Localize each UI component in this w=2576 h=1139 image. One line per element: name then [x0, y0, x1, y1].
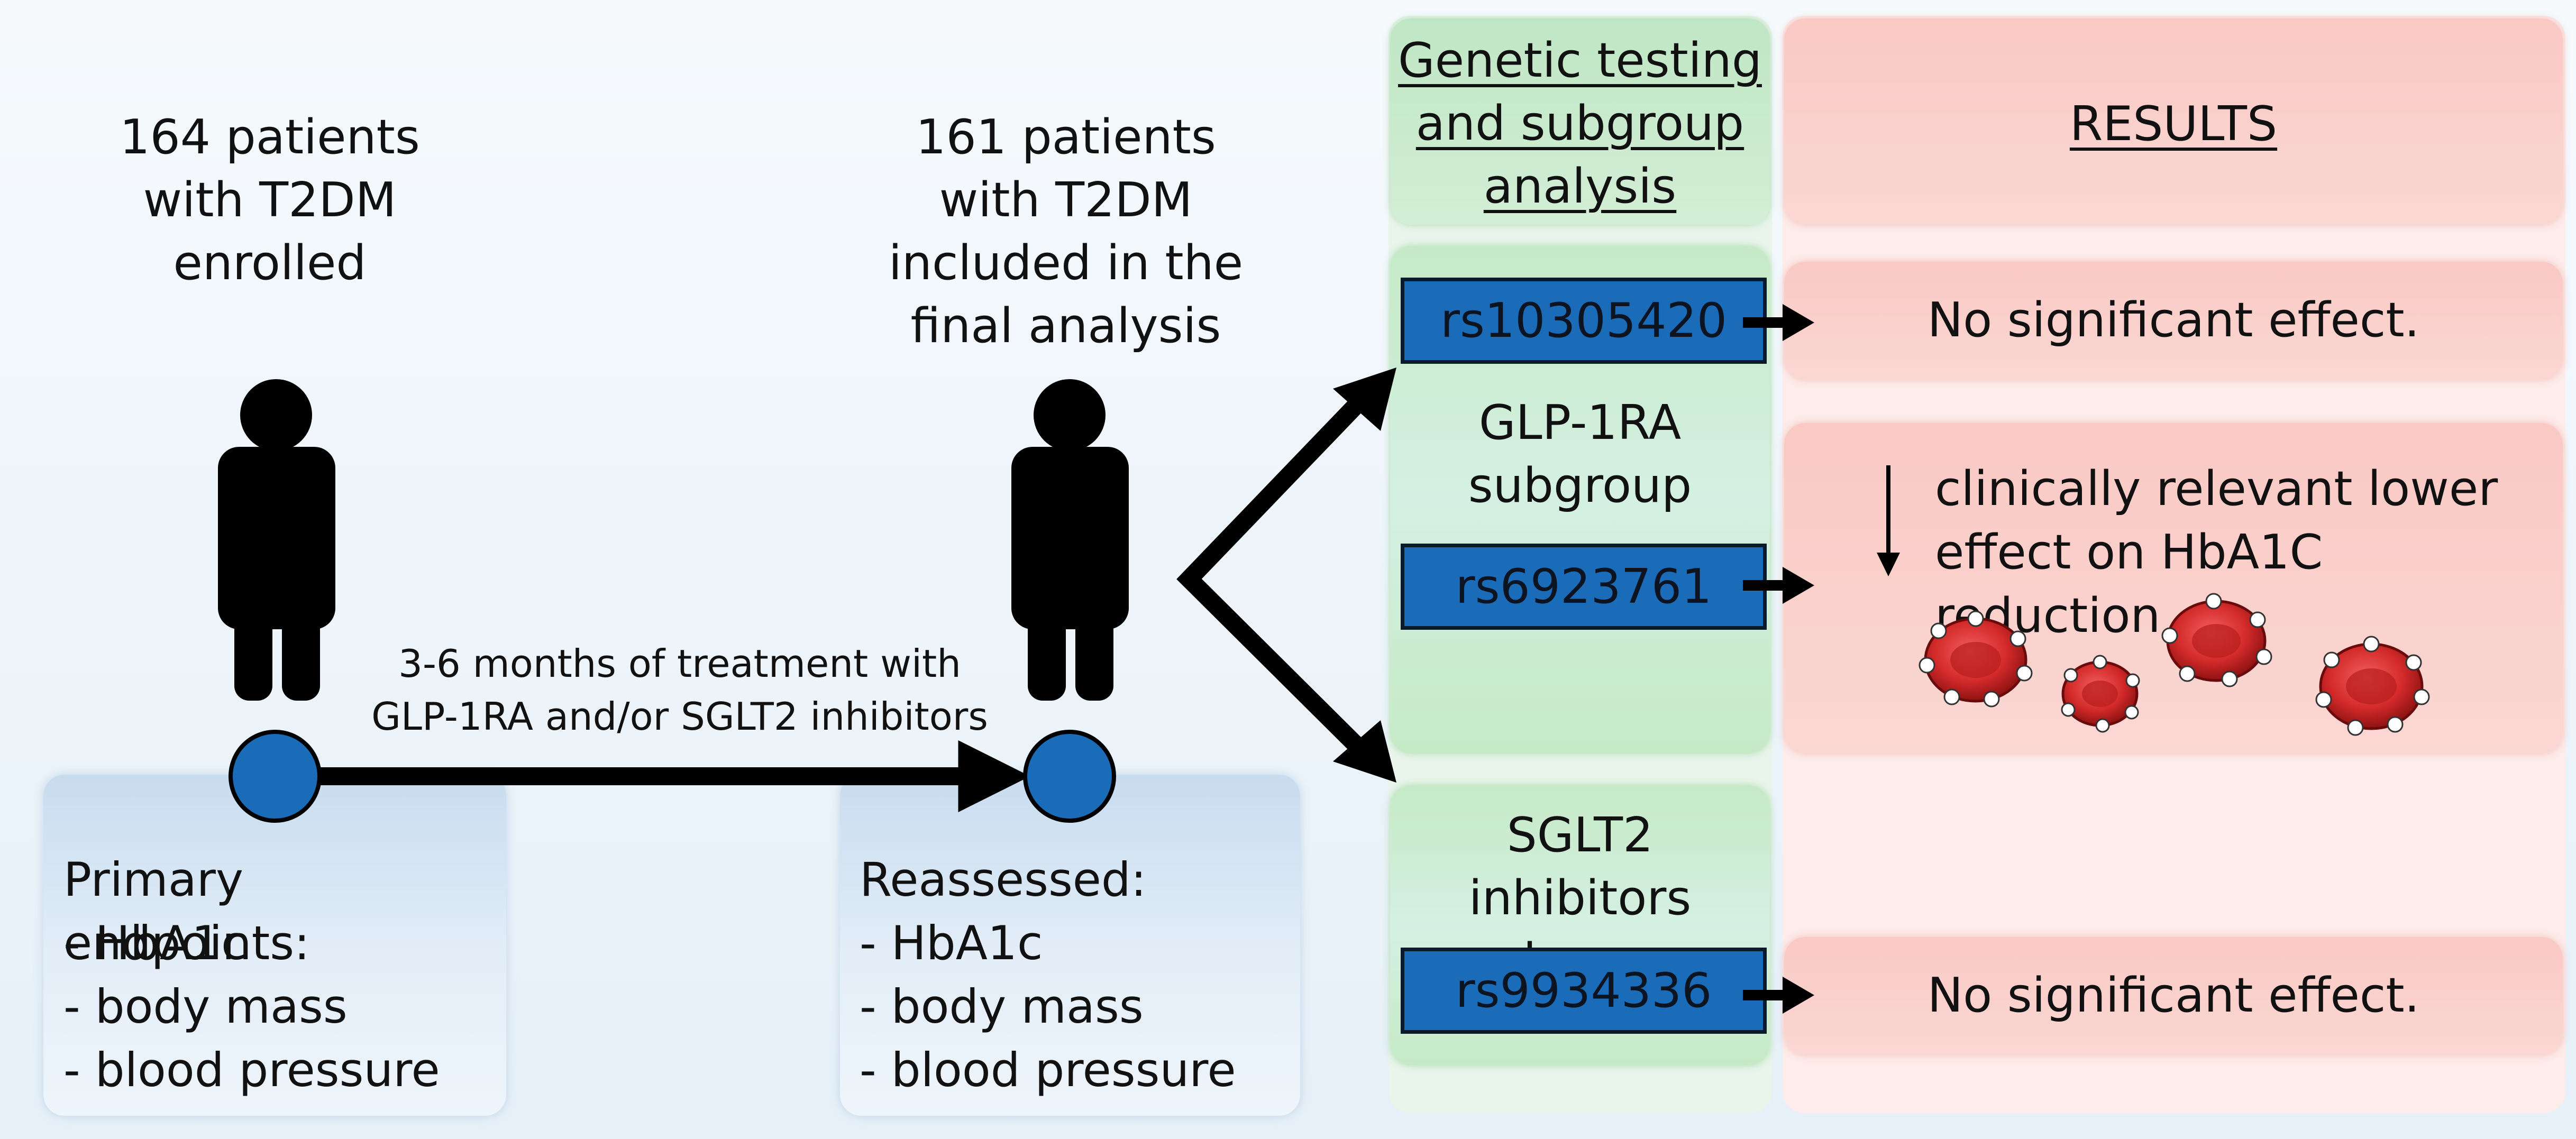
reassessed-list: - HbA1c - body mass - blood pressure [860, 916, 1236, 1097]
enrolled-patients-text: 164 patients with T2DM enrolled [120, 109, 420, 291]
result-rs10305420-box [1784, 262, 2563, 380]
result-rs6923761-box [1784, 423, 2563, 754]
snp-rs10305420: rs10305420 [1401, 278, 1767, 364]
result-arrows [1743, 304, 1814, 1014]
branch-arrowhead-glp1 [1333, 368, 1396, 431]
branch-arrowhead-sglt2 [1333, 720, 1396, 783]
snp-rs9934336: rs9934336 [1401, 948, 1767, 1034]
primary-endpoints-list: - HbA1c - body mass - blood pressure [63, 916, 440, 1097]
patient-icon-final-analysis [1011, 379, 1129, 701]
result-rs10305420-text: No significant effect. [1927, 292, 2420, 348]
genetic-testing-header-box [1390, 19, 1770, 225]
reassessed-title: Reassessed: [860, 852, 1147, 907]
snp-rs6923761: rs6923761 [1401, 544, 1767, 630]
reassessed-box [840, 775, 1300, 1116]
primary-endpoints-title: Primary endpoints: [63, 852, 310, 970]
results-header: RESULTS [2069, 96, 2278, 152]
timeline-start-dot [229, 730, 322, 823]
primary-endpoints-box [43, 775, 506, 1116]
down-arrow-icon [1877, 465, 1900, 576]
result-rs9934336-box [1784, 937, 2563, 1055]
result-rs6923761-text: clinically relevant lower effect on HbA1… [1935, 461, 2498, 644]
timeline-end-dot [1023, 730, 1116, 823]
treatment-duration-label: 3-6 months of treatment with GLP-1RA and… [371, 641, 988, 739]
final-analysis-patients-text: 161 patients with T2DM included in the f… [888, 109, 1244, 354]
genetic-testing-header: Genetic testing and subgroup analysis [1398, 33, 1762, 214]
result-rs9934336-text: No significant effect. [1927, 968, 2420, 1023]
results-header-box [1784, 19, 2563, 225]
glp1ra-subgroup-label: GLP-1RA subgroup [1468, 395, 1692, 513]
branch-arrow-lines [1176, 396, 1366, 755]
patient-icon-enrolled [218, 379, 335, 701]
red-blood-cell-icons [1919, 593, 2430, 736]
